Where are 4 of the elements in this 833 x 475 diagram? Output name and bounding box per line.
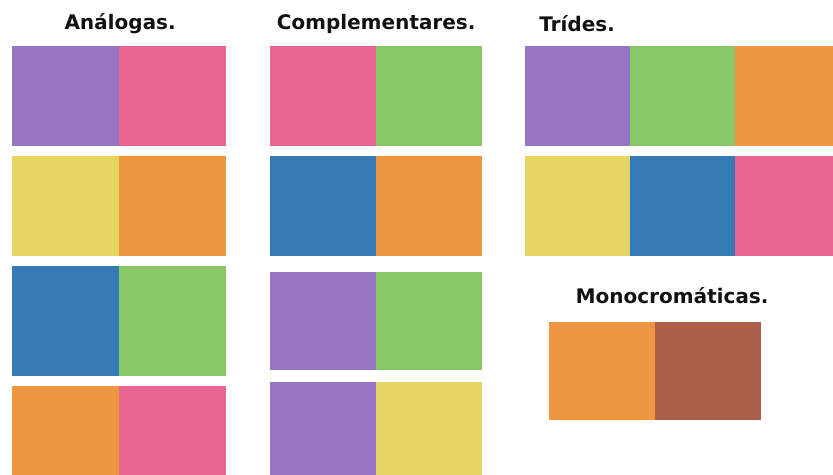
section-heading: Trídes. — [539, 12, 615, 36]
section-heading: Análogas. — [64, 10, 176, 34]
section-heading: Complementares. — [276, 10, 476, 34]
section-heading: Monocromáticas. — [576, 284, 768, 308]
